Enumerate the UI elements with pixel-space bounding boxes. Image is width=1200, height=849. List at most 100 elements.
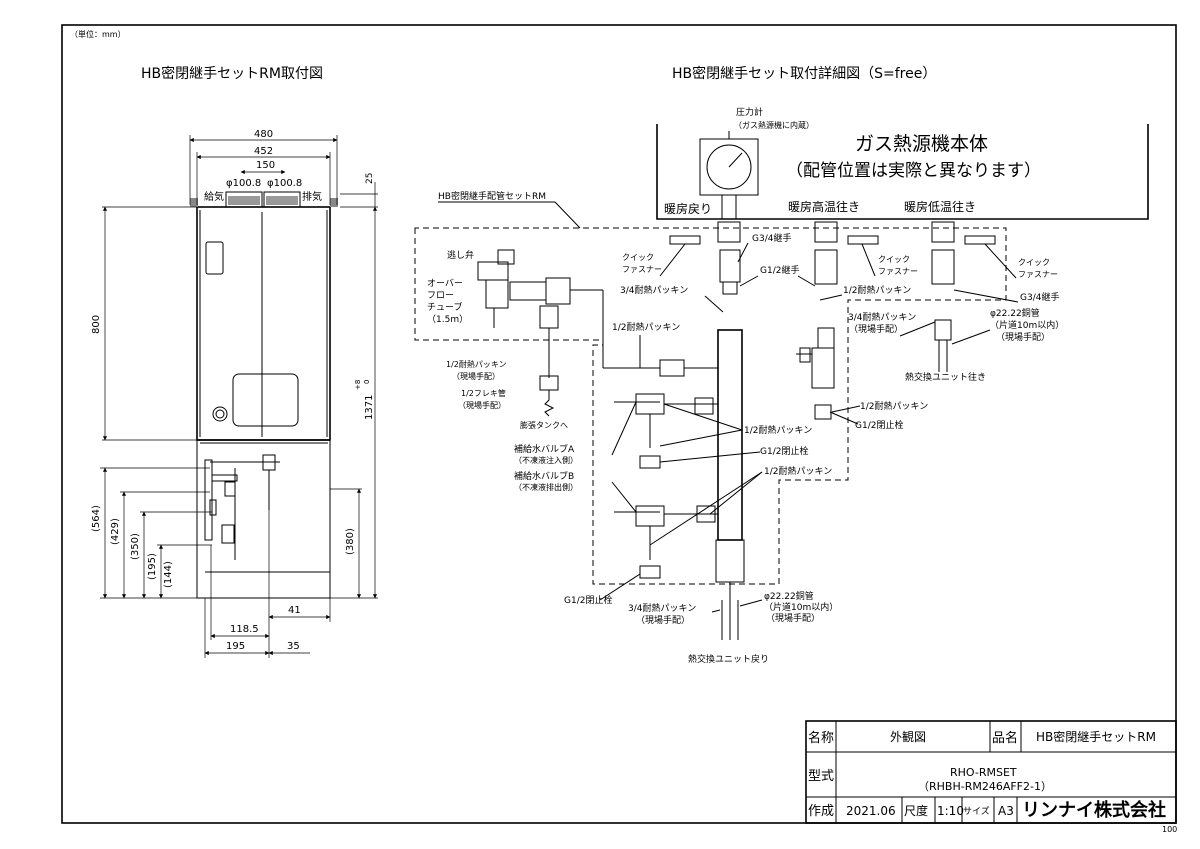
valve-a-sublabel: （不凍液注入側）	[514, 455, 578, 465]
copper-pipe-b-site-label: （現場手配）	[766, 612, 820, 624]
set-name-label: HB密閉継手配管セットRM	[438, 190, 546, 202]
g12-plug-label-3: G1/2閉止栓	[564, 594, 612, 606]
dim-118-5: 118.5	[230, 624, 259, 635]
title-block	[805, 720, 1177, 824]
return-pipe	[715, 221, 745, 640]
dim-1371: 1371	[364, 395, 375, 420]
pressure-gauge-icon	[699, 131, 759, 220]
overflow-tube-label-3: チューブ	[427, 301, 462, 313]
dim-1371-tol-down: 0	[363, 380, 371, 384]
g34-joint-label: G3/4継手	[752, 232, 791, 244]
dim-195-vertical: (195)	[147, 553, 158, 580]
dim-564: (564)	[91, 505, 102, 532]
copper-pipe-site-label: （現場手配）	[996, 331, 1050, 343]
qf2-label-b: ファスナー	[878, 267, 918, 276]
g34-joint-label-2: G3/4継手	[1020, 291, 1059, 303]
quick-fastener-icon	[964, 235, 996, 245]
title-name-value: 外観図	[890, 730, 926, 744]
low-temp-pipe	[931, 221, 955, 372]
valve-b-icon	[614, 505, 718, 579]
high-temp-pipe	[811, 221, 838, 420]
overflow-tube-label-2: フロー	[427, 291, 454, 301]
packing12-label-4: 1/2耐熱パッキン	[744, 424, 812, 436]
hx-return-label: 熱交換ユニット戻り	[688, 653, 769, 665]
left-view-title: HB密閉継手セットRM取付図	[141, 65, 323, 82]
expansion-tank-line	[539, 328, 559, 417]
overflow-tube-label-1: オーバー	[427, 278, 463, 289]
port-low-label: 暖房低温往き	[904, 199, 976, 214]
title-product-label: 品名	[992, 730, 1018, 746]
quick-fastener-icon	[847, 235, 879, 245]
qf1-label-a: クイック	[622, 253, 654, 262]
packing12-site-label: 1/2耐熱パッキン	[446, 359, 507, 369]
dim-150: 150	[256, 160, 275, 171]
dim-800: 800	[91, 315, 102, 334]
title-made-label: 作成	[808, 804, 834, 819]
copper-pipe-sublabel: （片道10m以内）	[990, 319, 1064, 331]
packing12-site-sublabel: （現場手配）	[452, 371, 500, 381]
left-dimensions	[100, 135, 378, 658]
quick-fastener-icon	[669, 235, 701, 245]
gas-unit-outline	[656, 124, 1149, 220]
valve-b-label: 補給水バルブB	[514, 470, 574, 482]
title-product-value: HB密閉継手セットRM	[1036, 729, 1156, 744]
relief-valve-icon	[477, 249, 718, 377]
valve-a-label: 補給水バルブA	[514, 443, 575, 455]
dim-429: (429)	[110, 518, 121, 545]
packing34-bottom-sublabel: （現場手配）	[636, 614, 690, 626]
copper-pipe-label: φ22.22銅管	[990, 307, 1040, 319]
relief-valve-label: 逃し弁	[447, 249, 474, 261]
dim-35: 35	[287, 641, 300, 652]
title-model-label: 型式	[808, 769, 834, 784]
g12-plug-label-1: G1/2閉止栓	[855, 419, 903, 431]
heat-source-unit-front	[190, 191, 338, 599]
dim-144: (144)	[163, 561, 174, 588]
dim-350: (350)	[130, 533, 141, 560]
packing34-bottom-label: 3/4耐熱パッキン	[628, 602, 696, 614]
title-model-value-1: RHO-RMSET	[950, 766, 1017, 779]
g12-joint-label: G1/2継手	[760, 264, 799, 276]
packing12-label-2: 1/2耐熱パッキン	[612, 321, 680, 333]
title-size-label: サイズ	[963, 805, 990, 817]
right-view-title: HB密閉継手セット取付詳細図（S=free）	[672, 65, 936, 82]
unit-note: （単位：mm）	[70, 29, 126, 39]
gas-unit-title: ガス熱源機本体	[855, 133, 988, 155]
copper-pipe-b-label: φ22.22銅管	[764, 590, 814, 602]
label-intake: 給気	[204, 190, 224, 203]
flex-pipe-label: 1/2フレキ管	[461, 388, 506, 398]
title-company: リンナイ株式会社	[1022, 799, 1166, 821]
pressure-gauge-label: 圧力計	[736, 106, 763, 118]
pressure-gauge-sublabel: （ガス熱源機に内蔵）	[734, 120, 814, 130]
sheet-border	[61, 24, 1177, 824]
dim-452: 452	[254, 146, 273, 157]
qf3-label-b: ファスナー	[1018, 270, 1058, 279]
dim-195-horizontal: 195	[226, 641, 245, 652]
title-model-value-2: （RHBH-RM246AFF2-1）	[918, 780, 1052, 793]
dim-41: 41	[288, 605, 301, 616]
copper-pipe-b-sublabel: （片道10m以内）	[764, 601, 838, 613]
dim-1371-tol-up: +8	[354, 380, 362, 390]
hx-supply-label: 熱交換ユニット往き	[905, 371, 986, 383]
overflow-tube-label-4: （1.5m）	[427, 314, 468, 325]
qf3-label-a: クイック	[1018, 258, 1050, 267]
packing12-label-5: 1/2耐熱パッキン	[764, 465, 832, 477]
port-return-label: 暖房戻り	[664, 201, 712, 216]
dim-phi-intake: φ100.8	[226, 178, 261, 189]
gas-unit-subtitle: （配管位置は実際と異なります）	[786, 161, 1041, 181]
title-name-label: 名称	[808, 730, 834, 746]
flex-pipe-sublabel: （現場手配）	[458, 400, 506, 410]
dim-phi-exhaust: φ100.8	[267, 178, 302, 189]
g12-plug-label-2: G1/2閉止栓	[760, 445, 808, 457]
leader-lines	[599, 242, 1019, 613]
qf1-label-b: ファスナー	[622, 265, 662, 274]
title-made-value: 2021.06	[846, 804, 896, 818]
title-size-value: A3	[998, 804, 1014, 818]
qf2-label-a: クイック	[878, 255, 910, 264]
title-scale-value: 1:10	[937, 804, 964, 818]
page-number: 100	[1162, 825, 1177, 834]
packing34-site-label: 3/4耐熱パッキン	[848, 311, 916, 323]
dim-480: 480	[254, 129, 273, 140]
title-scale-label: 尺度	[904, 803, 928, 818]
valve-b-sublabel: （不凍液排出側）	[514, 482, 578, 492]
